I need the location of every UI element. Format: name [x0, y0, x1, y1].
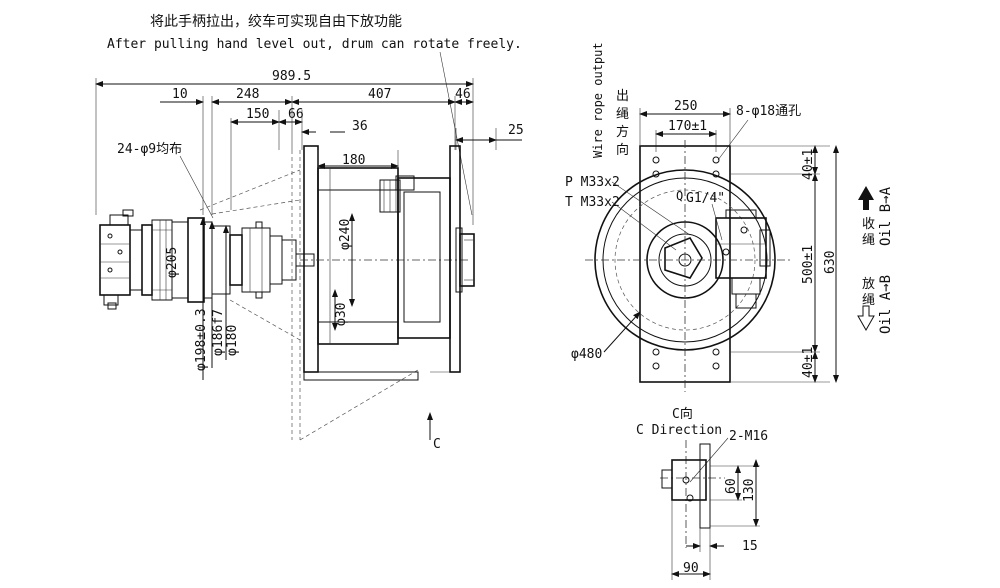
- c-view-title-en: C Direction: [636, 423, 722, 438]
- rope-output-en: Wire rope output: [591, 42, 605, 158]
- svg-text:向: 向: [616, 142, 629, 158]
- handle-note-en: After pulling hand level out, drum can r…: [107, 37, 522, 52]
- up-arrow-icon: [858, 186, 874, 210]
- handle-note-cn: 将此手柄拉出，绞车可实现自由下放功能: [150, 13, 402, 30]
- svg-text:绳: 绳: [862, 233, 875, 248]
- dim-248: 248: [236, 87, 259, 102]
- side-view-top-dimensions: 989.5 10 248 407 46 150 66 36 25: [95, 69, 524, 225]
- c-view-arrow-label: C: [433, 437, 441, 452]
- c-view-thread: 2-M16: [729, 429, 768, 444]
- dim-d205-side: φ205: [165, 247, 180, 278]
- rope-output-cn-vertical: 出 绳 方 向: [616, 89, 629, 158]
- dim-407: 407: [368, 87, 391, 102]
- side-view-winch: [99, 145, 475, 441]
- dim-630: 630: [823, 251, 838, 274]
- dim-130-c: 130: [742, 479, 757, 502]
- dim-d198: φ198±0.3: [194, 308, 209, 371]
- svg-text:出: 出: [616, 89, 629, 104]
- svg-text:收: 收: [862, 217, 875, 232]
- valve-block-front: [715, 209, 771, 309]
- dim-150: 150: [246, 107, 269, 122]
- dim-40-bottom: 40±1: [801, 347, 816, 378]
- dim-d180: φ180: [225, 325, 240, 356]
- dim-10: 10: [172, 87, 188, 102]
- dim-60-c: 60: [724, 478, 739, 494]
- port-g-letter: Q: [676, 189, 683, 203]
- front-view-top-dimensions: [639, 108, 731, 152]
- up-label-cn-vertical: 收 绳: [862, 217, 875, 248]
- down-label-en: Oil A→B: [878, 275, 894, 334]
- front-view-right-dimensions: [730, 145, 839, 383]
- dim-46: 46: [455, 87, 471, 102]
- c-view-arrow: [427, 412, 433, 440]
- port-g: G1/4": [686, 191, 725, 206]
- holes-label: 8-φ18通孔: [736, 104, 801, 119]
- down-label-cn-vertical: 放 绳: [862, 277, 875, 308]
- dim-d240-side: φ240: [338, 219, 353, 250]
- c-view-title-cn: C向: [672, 406, 693, 422]
- bolt-holes-label: 24-φ9均布: [117, 142, 182, 157]
- side-view-left-diameters: [200, 217, 229, 380]
- mount-holes: [652, 156, 720, 370]
- dim-500: 500±1: [801, 245, 816, 284]
- dim-40-top: 40±1: [801, 149, 816, 180]
- port-p: P M33x2: [565, 175, 620, 190]
- port-t: T M33x2: [565, 195, 620, 210]
- c-view-drawing: [660, 440, 760, 580]
- dim-d480: φ480: [571, 347, 602, 362]
- dim-overall: 989.5: [272, 69, 311, 84]
- dim-66: 66: [288, 107, 304, 122]
- dim-25: 25: [508, 123, 524, 138]
- svg-text:绳: 绳: [616, 107, 629, 122]
- dim-15-c: 15: [742, 539, 758, 554]
- svg-text:放: 放: [862, 277, 875, 292]
- svg-text:绳: 绳: [862, 293, 875, 308]
- svg-text:方: 方: [616, 124, 629, 140]
- dim-d30-side: φ30: [334, 303, 349, 326]
- dim-170: 170±1: [668, 119, 707, 134]
- up-label-en: Oil B→A: [878, 186, 894, 246]
- dim-90-c: 90: [683, 561, 699, 576]
- dim-d186: φ186f7: [211, 309, 226, 356]
- dim-36: 36: [352, 119, 368, 134]
- down-arrow-icon: [857, 305, 875, 332]
- dim-180-side: 180: [342, 153, 365, 168]
- dim-250: 250: [674, 99, 697, 114]
